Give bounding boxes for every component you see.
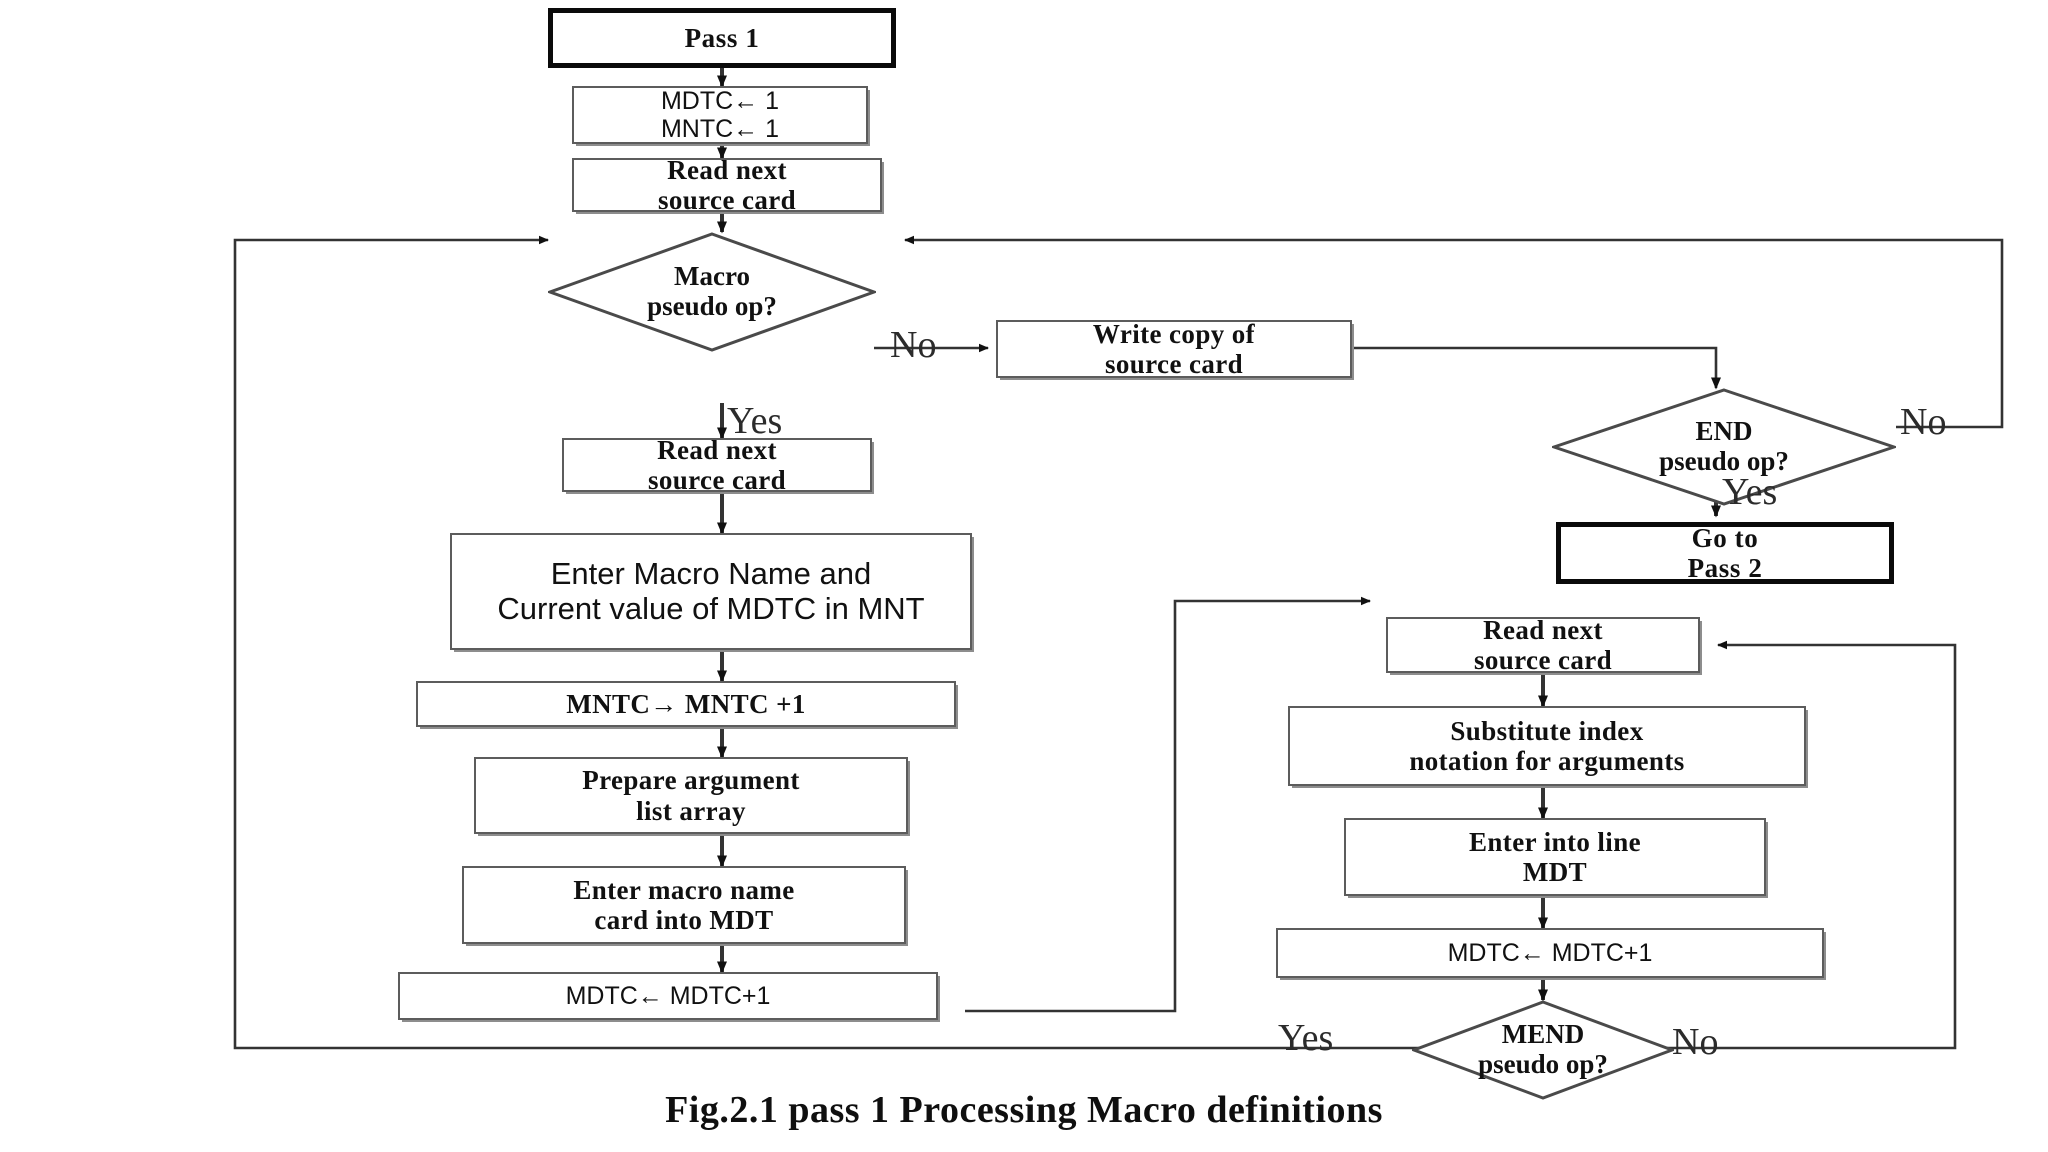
node-mend-pseudo-op-line1: MEND — [1501, 1019, 1585, 1050]
node-read-card-body[interactable]: Read next source card — [1386, 614, 1700, 675]
node-go-to-pass2[interactable]: Go to Pass 2 — [1556, 522, 1894, 584]
node-pass1[interactable]: Pass 1 — [548, 8, 896, 68]
node-macro-pseudo-op[interactable]: Macro pseudo op? — [548, 232, 876, 352]
node-end-pseudo-op[interactable]: END pseudo op? — [1552, 388, 1896, 506]
node-mdtc-increment-right-label: MDTC← MDTC+1 — [1447, 939, 1653, 967]
node-write-copy-line1: Write copy of — [1092, 318, 1256, 349]
node-read-card-macro[interactable]: Read next source card — [562, 434, 872, 495]
node-enter-macro-name-mnt-line2: Current value of MDTC in MNT — [497, 590, 925, 626]
node-mend-pseudo-op-line2: pseudo op? — [1478, 1049, 1608, 1079]
node-enter-macro-card-mdt[interactable]: Enter macro name card into MDT — [462, 866, 906, 944]
node-enter-macro-name-mnt-line1: Enter Macro Name and — [550, 555, 872, 591]
node-mdtc-increment-left[interactable]: MDTC← MDTC+1 — [398, 972, 938, 1020]
node-init-counters-line2: MNTC← 1 — [660, 115, 780, 143]
node-prepare-arg-list[interactable]: Prepare argument list array — [474, 757, 908, 834]
node-enter-into-line-mdt-line2: MDT — [1522, 857, 1588, 887]
node-read-card-body-line1: Read next — [1483, 614, 1603, 645]
node-mdtc-increment-right[interactable]: MDTC← MDTC+1 — [1276, 928, 1824, 978]
node-read-card-macro-line1: Read next — [657, 434, 777, 465]
node-mend-pseudo-op[interactable]: MEND pseudo op? — [1412, 1000, 1674, 1100]
node-go-to-pass2-line1: Go to — [1691, 522, 1759, 553]
node-end-pseudo-op-text: END pseudo op? — [1659, 417, 1789, 476]
diamond-shape — [1412, 1000, 1674, 1100]
node-pass1-label: Pass 1 — [684, 22, 760, 53]
node-read-card-body-line2: source card — [1473, 645, 1613, 675]
node-enter-into-line-mdt-line1: Enter into line — [1468, 826, 1641, 857]
node-substitute-index-line1: Substitute index — [1450, 715, 1644, 746]
node-go-to-pass2-line2: Pass 2 — [1687, 553, 1763, 583]
figure-caption: Fig.2.1 pass 1 Processing Macro definiti… — [665, 1089, 1383, 1131]
node-read-card-macro-line2: source card — [647, 465, 787, 495]
node-init-counters-line1: MDTC← 1 — [660, 87, 780, 115]
node-enter-macro-card-mdt-line2: card into MDT — [594, 905, 774, 935]
node-substitute-index[interactable]: Substitute index notation for arguments — [1288, 706, 1806, 786]
node-mntc-increment-label: MNTC→ MNTC +1 — [566, 688, 806, 719]
node-write-copy-line2: source card — [1104, 349, 1244, 379]
node-enter-macro-name-mnt[interactable]: Enter Macro Name and Current value of MD… — [450, 533, 972, 650]
edge-label-mend-no: No — [1672, 1021, 1719, 1063]
edge-label-macro-no: No — [890, 324, 937, 366]
node-substitute-index-line2: notation for arguments — [1409, 746, 1685, 776]
diamond-shape — [548, 232, 876, 352]
node-read-card-main[interactable]: Read next source card — [572, 154, 882, 215]
node-prepare-arg-list-line1: Prepare argument — [582, 765, 800, 796]
node-end-pseudo-op-line1: END — [1695, 416, 1753, 447]
node-macro-pseudo-op-text: Macro pseudo op? — [647, 262, 777, 321]
node-mntc-increment[interactable]: MNTC→ MNTC +1 — [416, 681, 956, 727]
node-macro-pseudo-op-line2: pseudo op? — [647, 291, 777, 321]
node-prepare-arg-list-line2: list array — [636, 795, 746, 826]
node-end-pseudo-op-line2: pseudo op? — [1659, 446, 1789, 476]
node-enter-into-line-mdt[interactable]: Enter into line MDT — [1344, 818, 1766, 896]
edge-label-end-no: No — [1900, 401, 1947, 443]
node-mend-pseudo-op-text: MEND pseudo op? — [1478, 1020, 1608, 1079]
node-read-card-main-line2: source card — [657, 185, 797, 215]
node-macro-pseudo-op-line1: Macro — [674, 261, 750, 292]
node-init-counters[interactable]: MDTC← 1 MNTC← 1 — [572, 86, 868, 144]
node-mdtc-increment-left-label: MDTC← MDTC+1 — [565, 982, 771, 1010]
edge-label-macro-yes: Yes — [727, 400, 783, 442]
edge-label-end-yes: Yes — [1722, 471, 1778, 513]
edge-label-mend-yes: Yes — [1278, 1017, 1334, 1059]
diamond-shape — [1552, 388, 1896, 506]
node-read-card-main-line1: Read next — [667, 154, 787, 185]
node-enter-macro-card-mdt-line1: Enter macro name — [573, 874, 795, 905]
node-write-copy[interactable]: Write copy of source card — [996, 318, 1352, 379]
